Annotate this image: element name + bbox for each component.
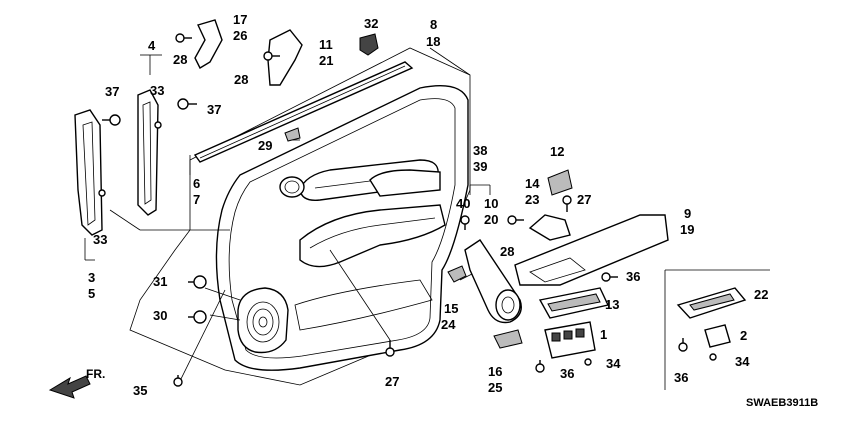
front-direction-marker: FR. (48, 367, 105, 399)
callout-37: 37 (105, 84, 119, 99)
callout-22: 22 (754, 287, 768, 302)
passenger-switch-panel (676, 287, 747, 319)
clip-32 (359, 33, 379, 56)
callout-21: 21 (319, 53, 333, 68)
bracket-17 (194, 19, 223, 69)
callout-32: 32 (364, 16, 378, 31)
diagram-code: SWAEB3911B (746, 397, 818, 409)
callout-27: 27 (385, 374, 399, 389)
callout-4: 4 (148, 38, 156, 53)
callout-16: 16 (488, 364, 502, 379)
front-marker-label: FR. (86, 367, 105, 381)
pull-handle (464, 239, 522, 324)
callout-13: 13 (605, 297, 619, 312)
callout-17: 17 (233, 12, 247, 27)
callout-28: 28 (500, 244, 514, 259)
callout-6: 6 (193, 176, 200, 191)
switch-panel (538, 287, 610, 319)
callout-31: 31 (153, 274, 167, 289)
leader-lines (84, 47, 770, 390)
bracket-11 (267, 29, 303, 86)
callout-40: 40 (456, 196, 470, 211)
callout-39: 39 (473, 159, 487, 174)
bracket-14 (528, 214, 571, 241)
callout-24: 24 (441, 317, 456, 332)
callout-29: 29 (258, 138, 272, 153)
door-lining-assembly (129, 47, 471, 386)
callout-35: 35 (133, 383, 147, 398)
callout-9: 9 (684, 206, 691, 221)
callout-8: 8 (430, 17, 437, 32)
callout-28: 28 (173, 52, 187, 67)
armrest (514, 214, 669, 286)
speaker-grille (237, 287, 289, 354)
callout-20: 20 (484, 212, 498, 227)
callout-3: 3 (88, 270, 95, 285)
callout-33: 33 (93, 232, 107, 247)
callout-34: 34 (606, 356, 621, 371)
callout-25: 25 (488, 380, 502, 395)
clip-15 (447, 265, 467, 283)
front-pillar-trim-left (74, 109, 103, 236)
power-window-switch (544, 321, 596, 359)
callout-26: 26 (233, 28, 247, 43)
callout-15: 15 (444, 301, 458, 316)
clip-16 (493, 329, 523, 349)
callout-1: 1 (600, 327, 607, 342)
callout-19: 19 (680, 222, 694, 237)
inner-trim-strip (137, 89, 159, 216)
callout-33: 33 (150, 83, 164, 98)
callout-36: 36 (560, 366, 574, 381)
callout-36: 36 (626, 269, 640, 284)
callout-30: 30 (153, 308, 167, 323)
callout-10: 10 (484, 196, 498, 211)
callout-37: 37 (207, 102, 221, 117)
cap-12 (547, 169, 573, 196)
clip-29 (284, 127, 301, 142)
screw-fasteners (98, 33, 717, 387)
passenger-switch (704, 324, 731, 348)
callout-5: 5 (88, 286, 95, 301)
callout-27: 27 (577, 192, 591, 207)
callout-7: 7 (193, 192, 200, 207)
callout-12: 12 (550, 144, 564, 159)
callout-36: 36 (674, 370, 688, 385)
callout-38: 38 (473, 143, 487, 158)
callout-23: 23 (525, 192, 539, 207)
callout-18: 18 (426, 34, 440, 49)
callout-14: 14 (525, 176, 540, 191)
callout-11: 11 (319, 37, 333, 52)
callout-34: 34 (735, 354, 750, 369)
callout-2: 2 (740, 328, 747, 343)
callout-28: 28 (234, 72, 248, 87)
